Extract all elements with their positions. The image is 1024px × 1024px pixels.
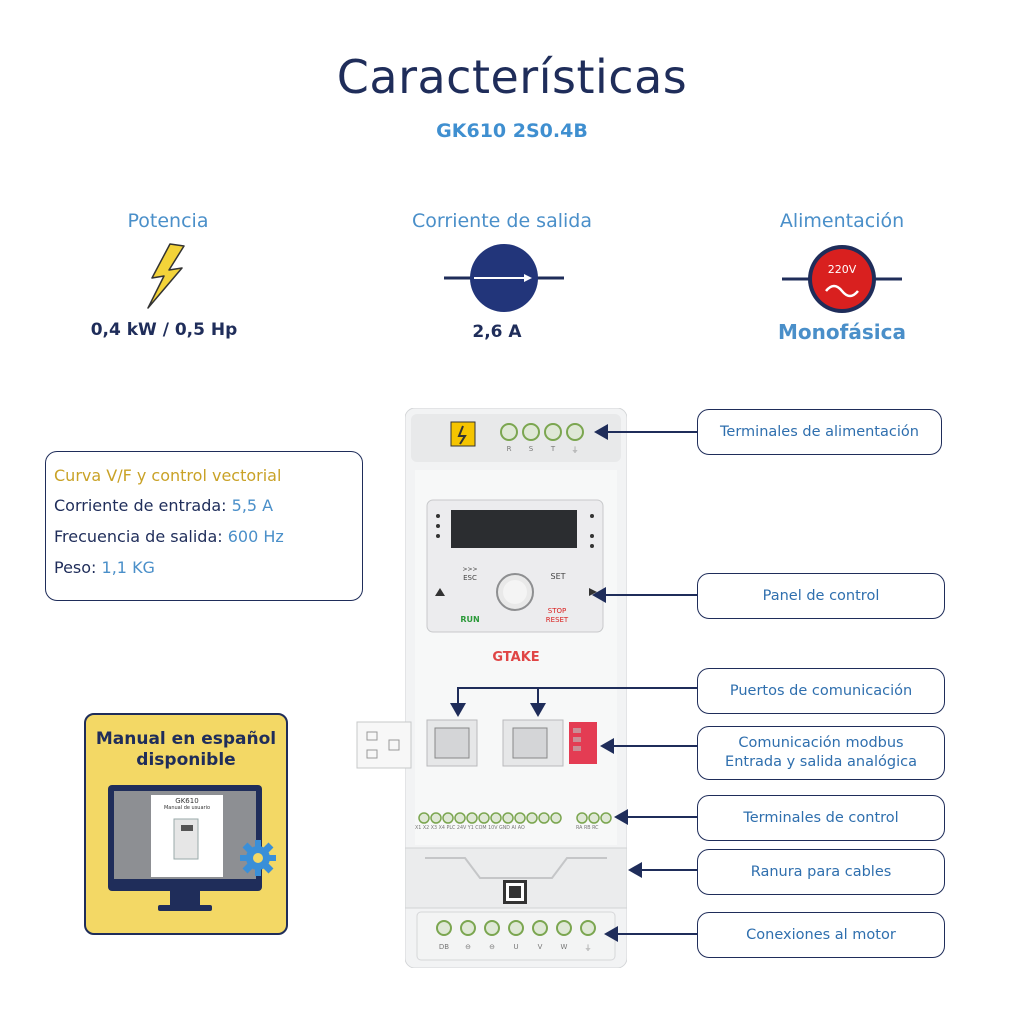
power-terminal-label: ⏚: [571, 446, 579, 454]
motor-terminal-label: U: [513, 943, 519, 951]
info-row-label: Corriente de entrada:: [54, 496, 227, 515]
monitor-icon: [108, 785, 262, 911]
power-terminal-label: S: [528, 445, 534, 453]
set-key[interactable]: SET: [550, 572, 566, 581]
callout-motor-connections: Conexiones al motor: [697, 912, 945, 958]
power-terminal-label: T: [550, 445, 556, 453]
callout-cable-slot: Ranura para cables: [697, 849, 945, 895]
features-info-box: Curva V/F y control vectorial Corriente …: [45, 451, 363, 601]
usb-adapter: [356, 721, 412, 769]
info-row-output-frequency: Frecuencia de salida: 600 Hz: [54, 527, 284, 546]
reset-key[interactable]: RESET: [545, 616, 569, 624]
callout-control-terminals: Terminales de control: [697, 795, 945, 841]
esc-key[interactable]: ESC: [463, 574, 477, 582]
gear-icon: [240, 840, 276, 876]
manual-screen-title: GK610: [175, 797, 199, 805]
spec-power-value: 0,4 kW / 0,5 Hp: [90, 320, 238, 340]
info-row-value: 5,5 A: [231, 496, 274, 515]
callout-modbus: Comunicación modbus Entrada y salida ana…: [697, 726, 945, 780]
voltage-badge: 220V: [827, 263, 857, 276]
callout-power-terminals: Terminales de alimentación: [697, 409, 942, 455]
motor-terminal-label: ⏚: [584, 944, 592, 952]
page-title: Características: [336, 50, 688, 104]
stop-key[interactable]: STOP: [547, 607, 567, 615]
motor-terminal-label: DB: [438, 943, 450, 951]
model-subtitle: GK610 2S0.4B: [436, 120, 588, 142]
spec-supply-label: Alimentación: [779, 210, 905, 232]
callout-modbus-line2: Entrada y salida analógica: [725, 754, 917, 770]
callout-modbus-line1: Comunicación modbus: [738, 735, 904, 751]
output-current-icon: [444, 243, 564, 315]
spec-power-label: Potencia: [127, 210, 209, 232]
manual-card: Manual en español disponible GK610 Manua…: [84, 713, 288, 935]
motor-terminal-label: V: [537, 943, 543, 951]
spec-current-label: Corriente de salida: [412, 210, 592, 232]
info-row-label: Peso:: [54, 558, 97, 577]
relay-terminal-labels: RA RB RC: [576, 826, 599, 831]
control-terminal-labels: X1 X2 X3 X4 PLC 24V Y1 COM 10V GND AI AO: [415, 826, 525, 831]
motor-terminal-label: ⊖: [465, 943, 471, 951]
spec-supply-value: Monofásica: [778, 320, 906, 344]
brand-logo: GTAKE: [492, 650, 540, 665]
esc-key-arrows: >>>: [462, 566, 478, 573]
motor-terminal-label: W: [560, 943, 568, 951]
motor-terminal-label: ⊖: [489, 943, 495, 951]
power-terminal-label: R: [506, 445, 512, 453]
manual-screen-subtitle: Manual de usuario: [163, 805, 211, 811]
ac-supply-icon: [782, 243, 902, 315]
info-row-value: 1,1 KG: [101, 558, 155, 577]
run-key[interactable]: RUN: [460, 615, 480, 624]
callout-control-panel: Panel de control: [697, 573, 945, 619]
manual-title: Manual en español disponible: [86, 729, 286, 771]
info-heading: Curva V/F y control vectorial: [54, 466, 282, 485]
manual-title-line1: Manual en español: [95, 729, 277, 749]
info-row-label: Frecuencia de salida:: [54, 527, 223, 546]
info-row-input-current: Corriente de entrada: 5,5 A: [54, 496, 273, 515]
spec-current-value: 2,6 A: [472, 322, 522, 342]
info-row-value: 600 Hz: [227, 527, 284, 546]
callout-communication-ports: Puertos de comunicación: [697, 668, 945, 714]
info-row-weight: Peso: 1,1 KG: [54, 558, 155, 577]
lightning-icon: [140, 242, 190, 310]
manual-title-line2: disponible: [136, 750, 236, 770]
